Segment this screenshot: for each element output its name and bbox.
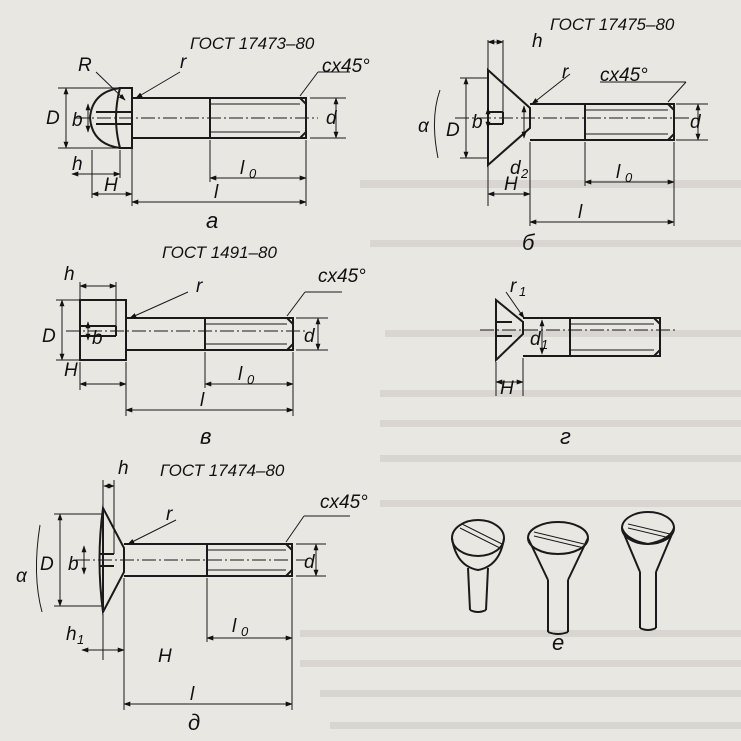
- svg-text:d: d: [326, 108, 338, 129]
- figure-g-labels: r 1 d 1 H г: [500, 276, 571, 449]
- gost-label-d: ГОСТ 17474–80: [160, 461, 285, 480]
- caption-b: б: [522, 230, 536, 255]
- svg-text:d: d: [304, 552, 316, 573]
- svg-text:H: H: [158, 646, 172, 667]
- raised-countersunk-head-perspective: [621, 511, 675, 631]
- svg-text:l: l: [200, 390, 205, 411]
- svg-text:d: d: [530, 329, 542, 350]
- caption-g: г: [560, 424, 571, 449]
- svg-text:h: h: [66, 624, 77, 645]
- caption-v: в: [200, 424, 211, 449]
- figure-d-labels: ГОСТ 17474–80 h r cx45° α D b d h 1 H l …: [16, 458, 368, 735]
- svg-text:b: b: [472, 112, 483, 133]
- svg-text:l: l: [578, 202, 583, 223]
- svg-text:r: r: [562, 62, 569, 83]
- svg-text:cx45°: cx45°: [318, 266, 366, 287]
- svg-text:d: d: [304, 326, 316, 347]
- figure-a-labels: ГОСТ 17473–80 R r cx45° D b d h H l 0 l …: [46, 34, 370, 233]
- svg-text:d: d: [510, 158, 522, 179]
- svg-text:r: r: [166, 504, 173, 525]
- gost-label-v: ГОСТ 1491–80: [162, 243, 277, 262]
- svg-text:D: D: [42, 326, 56, 347]
- svg-text:cx45°: cx45°: [322, 56, 370, 77]
- figure-v-labels: ГОСТ 1491–80 h r cx45° D b d H l 0 l в: [42, 243, 366, 449]
- svg-text:1: 1: [77, 632, 84, 647]
- svg-text:r: r: [180, 52, 187, 73]
- svg-text:cx45°: cx45°: [600, 65, 648, 86]
- gost-label-a: ГОСТ 17473–80: [190, 34, 315, 53]
- figure-v-cylindrical-head-screw: [56, 282, 342, 416]
- svg-text:D: D: [446, 120, 460, 141]
- figure-b-countersunk-screw: [433, 39, 708, 226]
- caption-a: а: [206, 208, 218, 233]
- svg-text:l: l: [214, 182, 219, 203]
- svg-text:H: H: [504, 174, 518, 195]
- svg-text:0: 0: [625, 170, 633, 185]
- svg-text:D: D: [46, 108, 60, 129]
- svg-text:cx45°: cx45°: [320, 492, 368, 513]
- svg-text:l: l: [190, 684, 195, 705]
- caption-e: е: [552, 630, 564, 655]
- svg-text:h: h: [64, 264, 75, 285]
- background-text-bands: [300, 180, 741, 729]
- svg-text:1: 1: [519, 284, 526, 299]
- figure-b-labels: ГОСТ 17475–80 h r cx45° α D b d 2 d H l …: [418, 15, 702, 255]
- figure-g-countersunk-screw-small: [480, 291, 676, 396]
- svg-text:H: H: [64, 360, 78, 381]
- svg-text:h: h: [532, 31, 543, 52]
- svg-text:l: l: [238, 364, 243, 385]
- figure-d-raised-countersunk-screw: [35, 480, 350, 710]
- figure-a-round-head-screw: [58, 71, 350, 206]
- svg-text:D: D: [40, 554, 54, 575]
- svg-text:h: h: [118, 458, 129, 479]
- svg-text:1: 1: [541, 337, 548, 352]
- countersunk-head-perspective: [527, 521, 589, 635]
- svg-text:2: 2: [520, 166, 529, 181]
- svg-text:h: h: [72, 154, 83, 175]
- svg-text:d: d: [690, 112, 702, 133]
- round-head-perspective: [451, 519, 505, 613]
- svg-text:0: 0: [247, 372, 255, 387]
- svg-text:0: 0: [249, 166, 257, 181]
- svg-text:r: r: [196, 276, 203, 297]
- svg-text:b: b: [72, 110, 83, 131]
- svg-text:H: H: [104, 175, 118, 196]
- svg-text:l: l: [616, 162, 621, 183]
- svg-text:b: b: [92, 328, 103, 349]
- caption-d: д: [188, 710, 200, 735]
- svg-text:b: b: [68, 554, 79, 575]
- svg-text:r: r: [510, 276, 517, 297]
- svg-text:α: α: [418, 116, 430, 137]
- svg-text:H: H: [500, 378, 514, 399]
- svg-text:l: l: [240, 158, 245, 179]
- gost-label-b: ГОСТ 17475–80: [550, 15, 675, 34]
- svg-text:R: R: [78, 55, 92, 76]
- svg-text:l: l: [232, 616, 237, 637]
- svg-text:0: 0: [241, 624, 249, 639]
- svg-text:α: α: [16, 566, 28, 587]
- figure-e-screw-heads-3d: е: [451, 511, 675, 655]
